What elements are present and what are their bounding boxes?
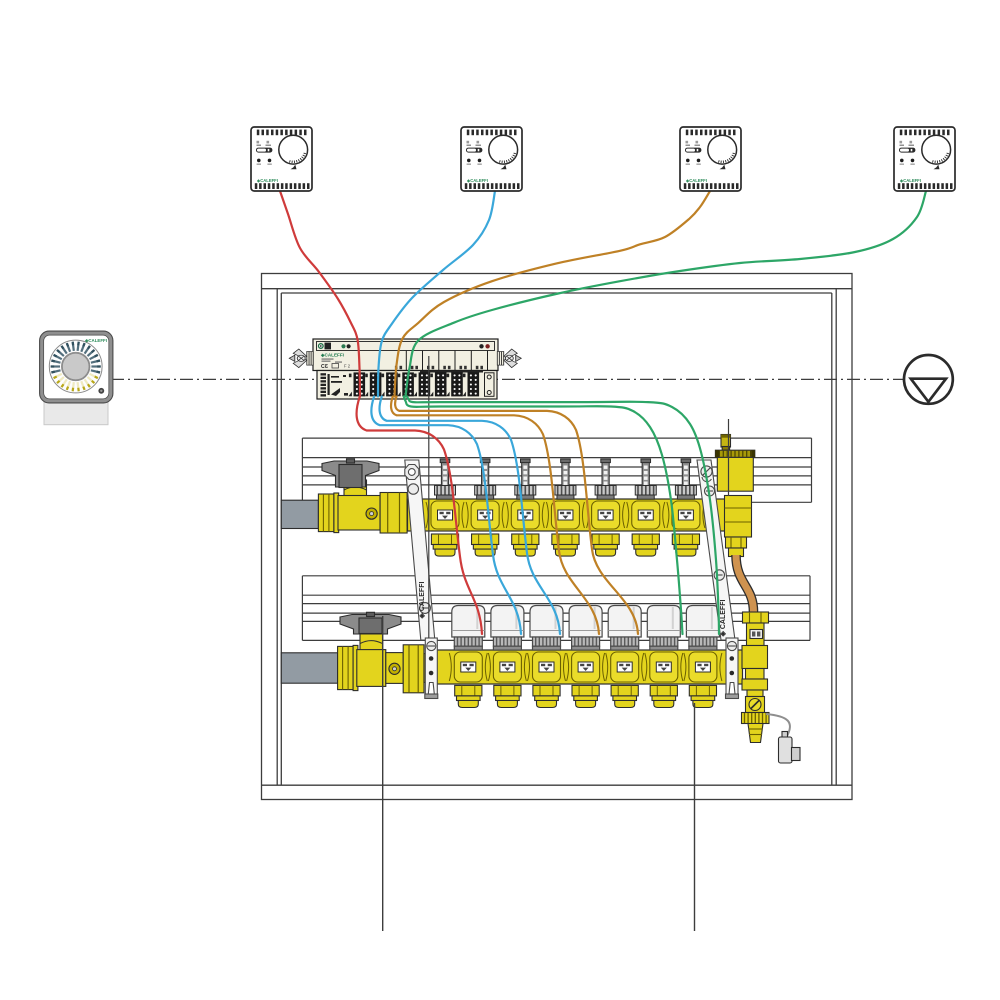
svg-text:◈ CALEFFI: ◈ CALEFFI	[720, 600, 727, 638]
svg-text:◈CALEFFI: ◈CALEFFI	[84, 338, 107, 343]
svg-text:◈CALEFFI: ◈CALEFFI	[320, 352, 344, 357]
svg-text:F 2: F 2	[344, 364, 351, 369]
svg-text:◈ CALEFFI: ◈ CALEFFI	[419, 582, 426, 620]
svg-text:CƐ: CƐ	[321, 364, 329, 370]
